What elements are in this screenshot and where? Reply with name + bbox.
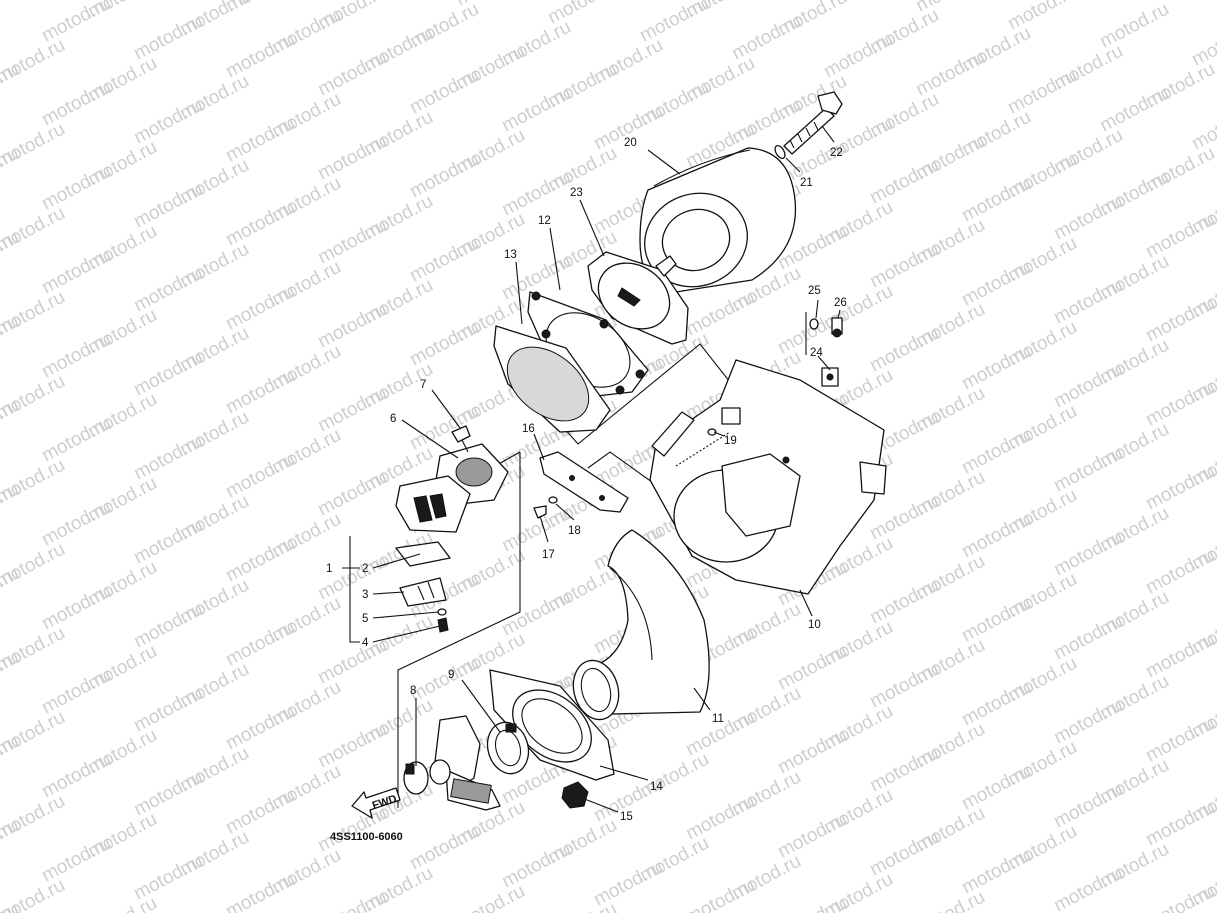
clip-24 (821, 367, 839, 387)
reed-petal-2 (395, 541, 451, 567)
flange-plate (489, 669, 615, 781)
callout-18: 18 (568, 525, 581, 537)
callout-9: 9 (448, 669, 454, 681)
assembly-outline-left (397, 452, 521, 808)
callout-7: 7 (420, 379, 426, 391)
callout-13: 13 (504, 249, 517, 261)
washer-18 (548, 496, 558, 504)
callout-2: 2 (362, 563, 368, 575)
intake-duct (572, 529, 710, 721)
carburetor (429, 715, 501, 811)
callout-3: 3 (362, 589, 368, 601)
clamp-8 (403, 761, 429, 795)
callout-15: 15 (620, 811, 633, 823)
air-box-housing (649, 359, 887, 595)
callout-labels: 1 2 3 4 5 6 7 8 9 10 11 12 13 14 15 16 1… (326, 137, 847, 823)
assembly-1-bracket (349, 536, 360, 643)
callout-22: 22 (830, 147, 843, 159)
washer-25 (809, 318, 819, 330)
fwd-arrow-icon: FWD (351, 787, 401, 819)
bolt-17 (533, 505, 547, 519)
callout-24: 24 (810, 347, 823, 359)
callout-21: 21 (800, 177, 813, 189)
callout-6: 6 (390, 413, 396, 425)
reed-valve-assembly (395, 475, 471, 533)
leader-lines (372, 125, 841, 813)
callout-5: 5 (362, 613, 368, 625)
bolt-7 (451, 425, 471, 453)
reed-stopper-3 (399, 577, 447, 607)
air-filter-element (639, 147, 797, 293)
callout-26: 26 (834, 297, 847, 309)
diagram-code: 4SS1100-6060 (330, 831, 403, 843)
callout-11: 11 (712, 713, 724, 725)
callout-23: 23 (570, 187, 583, 199)
callout-8: 8 (410, 685, 416, 697)
callout-12: 12 (538, 215, 551, 227)
cover-plate (527, 291, 649, 397)
gasket (493, 325, 611, 433)
callout-14: 14 (650, 781, 663, 793)
joint-ring-9 (486, 721, 530, 775)
callout-10: 10 (808, 619, 821, 631)
callout-4: 4 (362, 637, 369, 649)
washer-21 (774, 144, 786, 160)
callout-17: 17 (542, 549, 555, 561)
bolt-26 (831, 317, 843, 338)
callout-20: 20 (624, 137, 637, 149)
washer-19 (707, 428, 717, 436)
filter-cage (587, 251, 689, 345)
screw-4 (437, 617, 449, 633)
nut-15 (561, 781, 589, 809)
plate-16 (539, 451, 629, 513)
callout-19: 19 (724, 435, 737, 447)
callout-1: 1 (326, 563, 332, 575)
washer-5 (437, 608, 447, 616)
bolt-22 (783, 91, 843, 155)
callout-25: 25 (808, 285, 821, 297)
callout-16: 16 (522, 423, 535, 435)
